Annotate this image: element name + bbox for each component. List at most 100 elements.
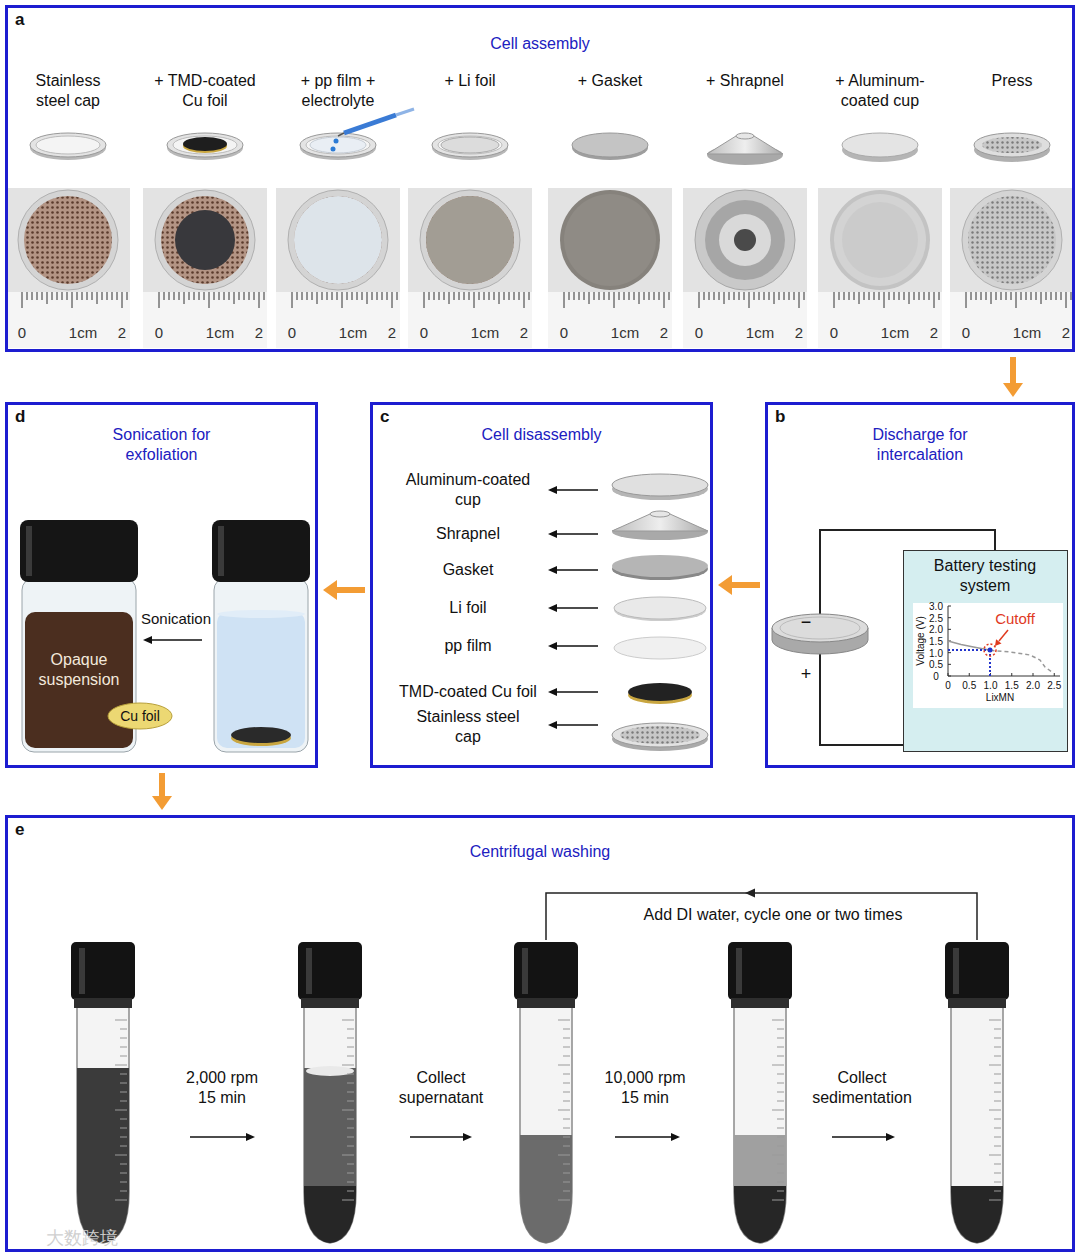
panel-frame: eCentrifugal washing [5, 815, 1075, 1252]
tube-graduation [777, 1137, 784, 1138]
panel-frame: bDischarge for intercalationBattery test… [765, 402, 1075, 768]
ruler [818, 292, 942, 348]
tube-graduation [989, 1065, 1001, 1066]
step-arrow [190, 1136, 247, 1138]
press-icon [974, 133, 1050, 157]
cup-photo [834, 194, 926, 286]
flow-arrow-shaft [1010, 357, 1016, 385]
tube-graduation [989, 1110, 1001, 1111]
step-arrow [615, 1136, 672, 1138]
tmd-photo [175, 210, 235, 270]
ruler-tick [529, 292, 530, 300]
tube-graduation [994, 1029, 1001, 1030]
text-label: Collect sedimentation [807, 1068, 917, 1108]
flow-arrow-head [718, 575, 732, 595]
tube-graduation [772, 1200, 784, 1201]
ruler-tick [392, 292, 393, 308]
tester-ground [903, 550, 1068, 752]
flow-arrow [718, 575, 760, 595]
text-label: 0 [18, 323, 26, 342]
cap-icon [306, 136, 370, 154]
tube-graduation [115, 1020, 127, 1021]
ruler-tick [357, 292, 358, 300]
shrapnel-photo [695, 190, 795, 290]
text-label: + TMD-coated Cu foil [145, 71, 265, 111]
ruler-tick [709, 292, 710, 300]
axis-tick [1011, 673, 1012, 676]
tube-graduation [563, 1074, 570, 1075]
text-label: 2 [118, 323, 126, 342]
ruler-tick [864, 292, 865, 300]
text-label: 2 [660, 323, 668, 342]
tube-graduation [563, 1056, 570, 1057]
ruler-tick [179, 292, 180, 300]
coated-foil [231, 727, 291, 743]
tube-graduation [994, 1128, 1001, 1129]
ruler-tick [664, 292, 665, 308]
tube-graduation [989, 1155, 1001, 1156]
cycle-arrow-head [745, 889, 755, 898]
cap-icon [30, 133, 106, 157]
ruler-tick [644, 292, 645, 300]
mesh-photo [968, 196, 1056, 284]
text-label: 2.5 [929, 612, 943, 625]
panel-title: Centrifugal washing [340, 842, 740, 862]
ruler-tick [719, 292, 720, 300]
ruler-tick [372, 292, 373, 300]
text-label: Gasket [443, 560, 494, 580]
tube-graduation [563, 1164, 570, 1165]
ruler-tick [514, 292, 515, 300]
photo-background [143, 188, 267, 292]
photo-background [818, 188, 942, 292]
cup-photo [842, 202, 918, 278]
tube-graduation [347, 1083, 354, 1084]
tube-cap-shine [79, 948, 85, 994]
flow-arrow [152, 773, 172, 810]
ruler-tick [639, 292, 640, 304]
ruler-tick [1051, 292, 1052, 300]
ruler-tick [367, 292, 368, 304]
tube-graduation [120, 1146, 127, 1147]
cap-photo [288, 190, 388, 290]
ruler-tick [322, 292, 323, 300]
text-label: Sonication [141, 609, 211, 628]
text-label: 2,000 rpm [186, 1068, 258, 1088]
ruler-tick [729, 292, 730, 300]
ruler-tick [332, 292, 333, 300]
part-arrow [556, 724, 598, 726]
tube-graduation [347, 1119, 354, 1120]
ruler-tick [504, 292, 505, 300]
cup-icon [842, 133, 918, 157]
panel-letter: b [775, 407, 785, 427]
panel-letter: c [380, 407, 389, 427]
ruler-tick [377, 292, 378, 300]
text-label: 1.0 [984, 679, 998, 692]
ruler-tick [382, 292, 383, 300]
film-photo [294, 196, 382, 284]
tube-graduation [777, 1182, 784, 1183]
ruler-tick [1041, 292, 1042, 304]
ruler-tick [904, 292, 905, 300]
ruler-tick [117, 292, 118, 300]
ruler-tick [397, 292, 398, 300]
liquid [73, 1068, 133, 1250]
cutoff-mark [984, 644, 996, 656]
ruler-tick [72, 292, 73, 308]
text-label: Stainless steel cap [403, 707, 533, 747]
ruler-tick [67, 292, 68, 300]
cap-icon [438, 136, 502, 154]
tube-graduation [994, 1092, 1001, 1093]
axis-tick [948, 617, 951, 618]
ruler [548, 292, 672, 348]
vial-cap-shine [26, 526, 32, 576]
coin-cell [772, 614, 868, 642]
ruler-tick [264, 292, 265, 300]
photo-background [276, 188, 400, 292]
tube-cap-shine [736, 948, 742, 994]
flow-arrow-shaft [335, 587, 365, 593]
photo-background [950, 188, 1074, 292]
text-label: 1cm [206, 323, 234, 342]
shrapnel-icon [736, 133, 754, 139]
text-label: 0.5 [962, 679, 976, 692]
ruler-tick [739, 292, 740, 300]
